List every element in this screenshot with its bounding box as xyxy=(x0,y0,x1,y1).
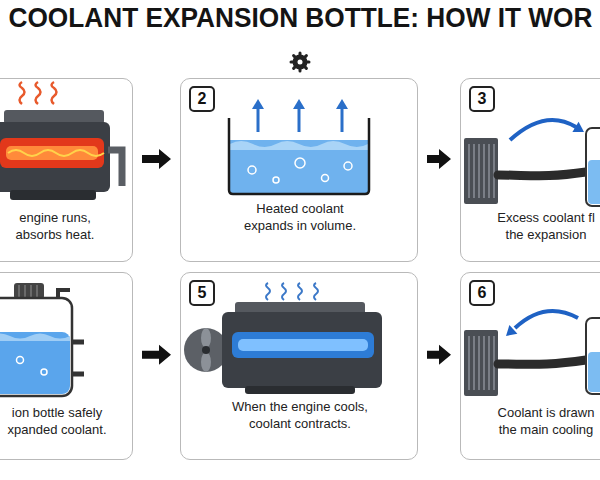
fan-hub xyxy=(202,346,210,354)
expansion-arrow-head xyxy=(336,99,348,109)
hose xyxy=(498,360,586,364)
bubble xyxy=(344,162,352,170)
cool-glow xyxy=(238,339,368,351)
expansion-arrow xyxy=(298,108,301,132)
step-number: 5 xyxy=(198,285,207,301)
step-caption: Heated coolant expands in volume. xyxy=(240,201,360,235)
expansion-arrow-head xyxy=(252,99,264,109)
bubble xyxy=(295,158,305,168)
diagram-title: COOLANT EXPANSION BOTTLE: HOW IT WOR xyxy=(8,3,592,34)
fan-blade xyxy=(201,328,211,348)
bubble xyxy=(248,166,256,174)
step-number: 3 xyxy=(478,91,487,107)
step-arrow xyxy=(427,345,451,365)
stored-coolant xyxy=(0,332,70,394)
cool-wave xyxy=(266,283,270,300)
step-number: 6 xyxy=(478,285,487,301)
cool-coolant-band xyxy=(232,332,374,358)
bottle-cap xyxy=(14,283,44,299)
oil-pan xyxy=(245,386,355,394)
expansion-arrow xyxy=(257,108,260,132)
step-number-box: 5 xyxy=(189,280,215,306)
bubble xyxy=(17,357,24,364)
step-arrow xyxy=(427,149,451,169)
bottle-coolant xyxy=(588,160,600,204)
step-caption: engine runs, absorbs heat. xyxy=(5,210,105,244)
step-panel: When the engine cools, coolant contracts… xyxy=(180,272,418,460)
expansion-bottle xyxy=(586,128,600,206)
step-caption: When the engine cools, coolant contracts… xyxy=(211,399,389,433)
cool-wave xyxy=(282,283,286,300)
heat-wave xyxy=(36,82,41,104)
cool-wave xyxy=(298,283,302,300)
step-number: 2 xyxy=(198,91,207,107)
overflow-illustration xyxy=(464,120,600,206)
intake-manifold xyxy=(4,110,104,124)
return-arrow-head xyxy=(506,325,517,336)
gear-hole xyxy=(298,60,303,65)
flow-arrow-head xyxy=(572,122,584,132)
return-flow-illustration xyxy=(464,311,600,396)
engine-hose xyxy=(108,150,122,186)
step-caption: ion bottle safely xpanded coolant. xyxy=(5,405,109,439)
coolant-surface xyxy=(0,334,70,342)
gear-body xyxy=(294,56,306,68)
radiator xyxy=(464,138,498,204)
expansion-bottle xyxy=(586,318,600,394)
step-panel: Excess coolant fl the expansion 3 xyxy=(460,78,600,262)
hot-engine-illustration xyxy=(0,82,122,200)
hose xyxy=(498,172,586,176)
cap-ribs xyxy=(19,285,37,297)
step-panel: Heated coolant expands in volume. 2 xyxy=(180,78,418,262)
coolant-surface xyxy=(230,141,368,150)
bottle-body xyxy=(0,298,72,396)
engine-block xyxy=(0,122,110,192)
coolant-volume xyxy=(230,140,368,193)
expansion-arrow xyxy=(341,108,344,132)
radiator-fins xyxy=(469,336,494,390)
radiator xyxy=(464,330,498,396)
radiator-fins xyxy=(469,144,494,198)
bottle-fittings xyxy=(72,342,84,374)
step-arrow xyxy=(142,345,171,365)
bottle-illustration xyxy=(0,283,84,396)
flow-arrow xyxy=(510,120,576,140)
heat-wave xyxy=(20,82,25,104)
expanding-coolant-illustration xyxy=(229,99,369,194)
step-caption: Coolant is drawn the main cooling xyxy=(494,405,598,439)
hot-coolant-band xyxy=(0,138,104,168)
gear-tooth xyxy=(294,56,307,69)
cool-wave xyxy=(314,283,318,300)
step-panel: engine runs, absorbs heat. xyxy=(0,78,133,262)
step-panel: Coolant is drawn the main cooling 6 xyxy=(460,272,600,460)
gear-icon xyxy=(291,53,309,71)
bottle-nozzle xyxy=(58,290,70,298)
step-arrow xyxy=(142,149,171,169)
heat-line xyxy=(8,150,104,156)
step-caption: Excess coolant fl the expansion xyxy=(494,210,598,244)
hot-glow xyxy=(6,146,98,160)
bottle-coolant xyxy=(588,352,600,392)
step-number-box: 3 xyxy=(469,86,495,112)
step-number-box: 6 xyxy=(469,280,495,306)
step-number-box: 2 xyxy=(189,86,215,112)
engine-block xyxy=(222,312,382,388)
bubble xyxy=(322,175,329,182)
fan-blade xyxy=(201,352,211,372)
bubble xyxy=(41,369,47,375)
oil-pan xyxy=(10,190,96,200)
bubble xyxy=(273,177,279,183)
step-panel: ion bottle safely xpanded coolant. xyxy=(0,272,133,460)
return-arrow xyxy=(515,311,578,328)
fan xyxy=(184,328,228,372)
gear-tooth xyxy=(294,56,307,69)
expansion-arrow-head xyxy=(293,99,305,109)
heat-wave xyxy=(52,82,57,104)
